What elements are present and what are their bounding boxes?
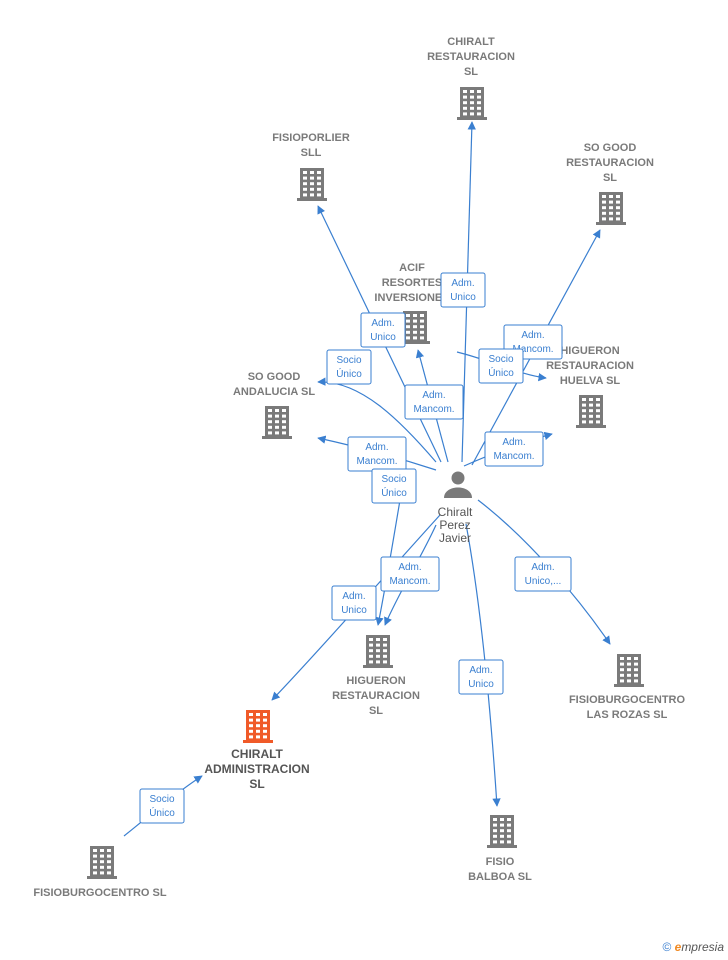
copyright-symbol: © bbox=[662, 940, 672, 954]
svg-text:Adm.Mancom.: Adm.Mancom. bbox=[389, 562, 430, 587]
building-icon[interactable] bbox=[297, 168, 327, 201]
company-label-fisiob[interactable]: FISIOBURGOCENTRO SL bbox=[33, 887, 167, 899]
svg-text:Adm.Unico: Adm.Unico bbox=[341, 591, 367, 616]
building-icon[interactable] bbox=[363, 635, 393, 668]
brand-initial: e bbox=[674, 940, 682, 954]
building-icon[interactable] bbox=[487, 815, 517, 848]
svg-text:Adm.Unico: Adm.Unico bbox=[468, 665, 494, 690]
building-icon[interactable] bbox=[87, 846, 117, 879]
svg-text:Adm.Mancom.: Adm.Mancom. bbox=[356, 442, 397, 467]
svg-text:Adm.Unico: Adm.Unico bbox=[370, 318, 396, 343]
building-icon[interactable] bbox=[262, 406, 292, 439]
building-icon[interactable] bbox=[576, 395, 606, 428]
relation-label-r_higueron_adm[interactable]: Adm.Mancom. bbox=[380, 556, 440, 592]
relation-label-r_balboa[interactable]: Adm.Unico bbox=[458, 659, 504, 695]
building-icon[interactable] bbox=[243, 710, 273, 743]
person-icon[interactable] bbox=[444, 471, 472, 499]
building-icon[interactable] bbox=[614, 654, 644, 687]
svg-text:Adm.Mancom.: Adm.Mancom. bbox=[493, 437, 534, 462]
building-icon[interactable] bbox=[596, 192, 626, 225]
relation-label-r_fisioporlier[interactable]: Adm.Unico bbox=[360, 312, 406, 348]
svg-text:Adm.Unico: Adm.Unico bbox=[450, 278, 476, 303]
building-icon[interactable] bbox=[400, 311, 430, 344]
relation-label-r_acif[interactable]: Adm.Mancom. bbox=[404, 384, 464, 420]
relation-label-r_chiralt_rest[interactable]: Adm.Unico bbox=[440, 272, 486, 308]
brand-name: mpresia bbox=[681, 940, 724, 954]
svg-text:Adm.Unico,...: Adm.Unico,... bbox=[525, 562, 562, 587]
edge-r_balboa bbox=[465, 523, 501, 807]
svg-text:Adm.Mancom.: Adm.Mancom. bbox=[512, 330, 553, 355]
building-icon[interactable] bbox=[457, 87, 487, 120]
svg-text:Adm.Mancom.: Adm.Mancom. bbox=[413, 390, 454, 415]
relation-label-r_rozas[interactable]: Adm.Unico,... bbox=[514, 556, 572, 592]
relation-label-r_huelva_adm[interactable]: Adm.Mancom. bbox=[484, 431, 544, 467]
copyright-brand: © empresia bbox=[662, 940, 724, 954]
relation-label-r_chiralt_adm[interactable]: Adm.Unico bbox=[331, 585, 377, 621]
relation-label-r_sogood_and_adm[interactable]: Adm.Mancom. bbox=[347, 436, 407, 472]
